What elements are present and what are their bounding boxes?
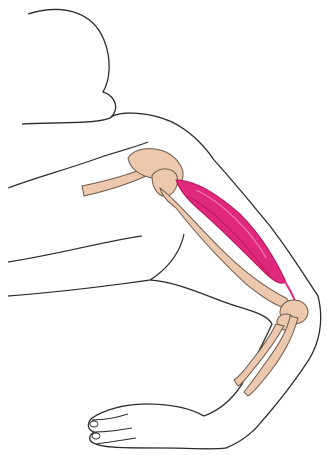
finger-line bbox=[94, 428, 132, 432]
upper-arm-outline bbox=[150, 280, 272, 416]
fingernail bbox=[92, 433, 100, 439]
head-outline bbox=[22, 10, 116, 124]
clavicle-bone bbox=[82, 170, 146, 196]
fingernail bbox=[90, 421, 98, 427]
forearm-outline bbox=[226, 296, 321, 448]
ulna-bone bbox=[244, 316, 298, 396]
torso-contour bbox=[8, 236, 142, 262]
finger-line bbox=[96, 438, 136, 444]
torso-contour-lower bbox=[8, 234, 184, 296]
